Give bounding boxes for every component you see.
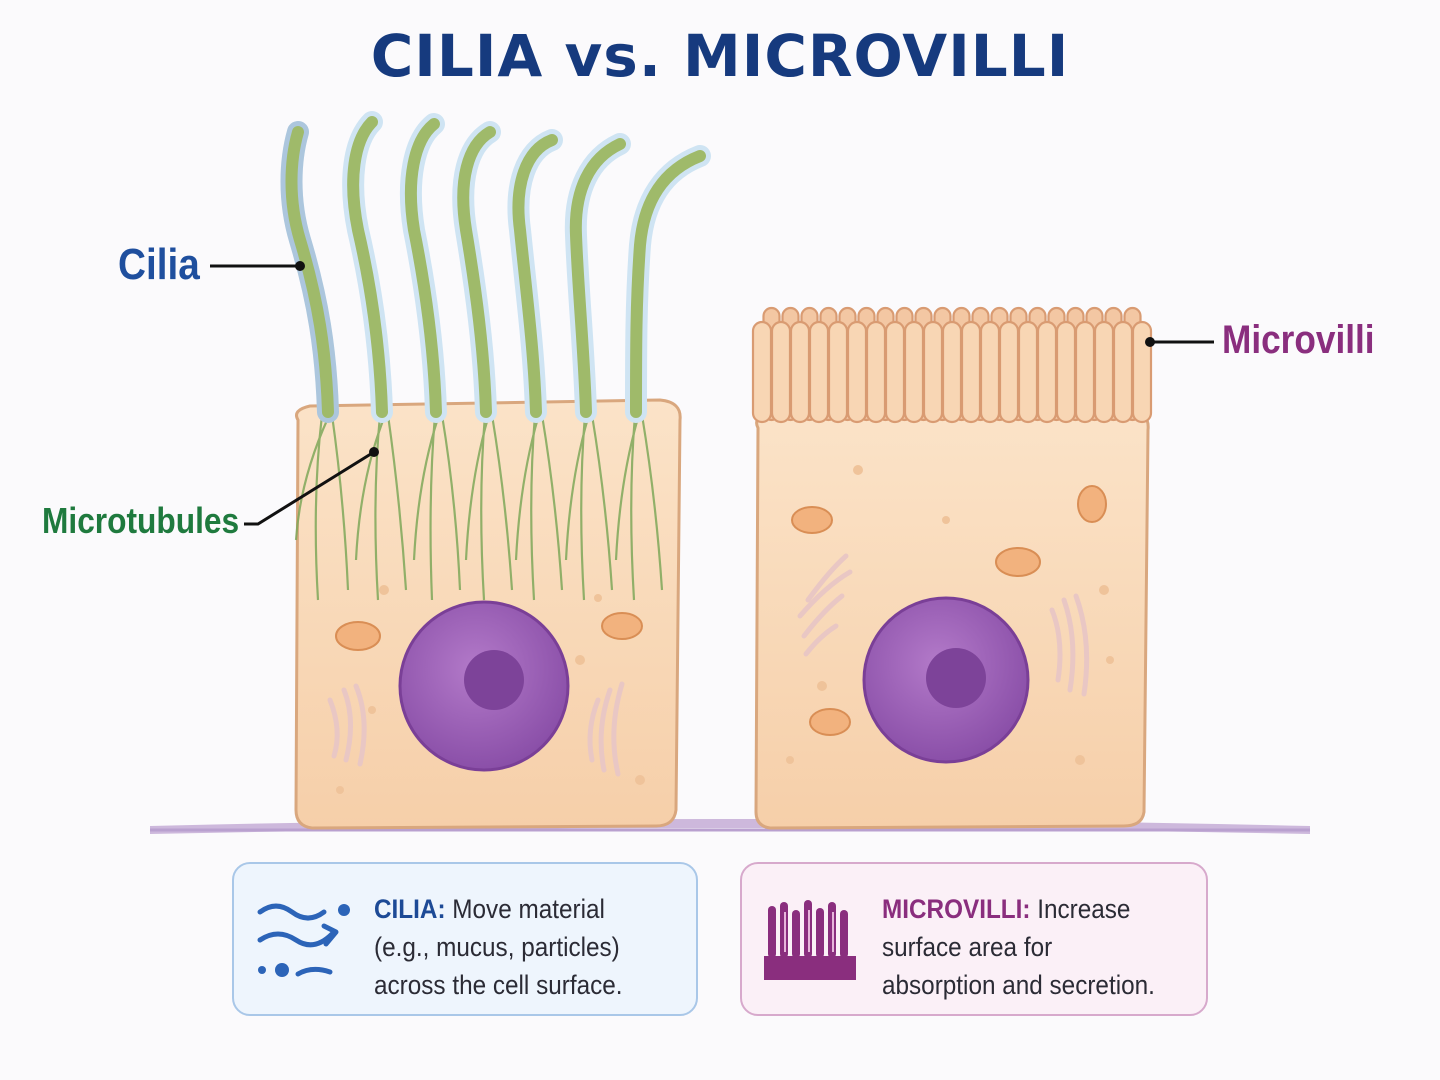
nucleolus (464, 650, 524, 710)
golgi-apparatus (327, 681, 625, 777)
cilia-info-box: CILIA: Move material (e.g., mucus, parti… (232, 862, 698, 1016)
ciliated-cell (210, 111, 711, 830)
microvilli-info-text: MICROVILLI: Increase surface area for ab… (882, 890, 1170, 1004)
microtubules (294, 414, 664, 601)
microvillus (884, 320, 906, 424)
microvillus (789, 320, 811, 424)
cilia-info-heading: CILIA: (374, 894, 446, 924)
microvilli-info-description: Increase surface area for absorption and… (882, 894, 1155, 1000)
mitochondria (791, 485, 1107, 736)
microvillus (960, 320, 982, 424)
microvillus (1112, 320, 1134, 424)
microvillus (1131, 320, 1153, 424)
cytoplasm-granules (336, 585, 645, 794)
mitochondria (335, 612, 643, 651)
cilium (507, 129, 563, 423)
microvillus (1093, 320, 1115, 424)
microtubules-label: Microtubules (42, 500, 240, 541)
cilium (452, 121, 501, 423)
cilium (399, 113, 447, 423)
nucleolus (926, 648, 986, 708)
microvillus (1036, 320, 1058, 424)
cilium (625, 145, 711, 423)
microvillus (922, 320, 944, 424)
page-title: CILIA vs. MICROVILLI (370, 22, 1070, 90)
microvilli-label: Microvilli (1222, 318, 1375, 362)
microvillus (770, 320, 792, 424)
microvilli (751, 306, 1153, 424)
microvilli-info-heading: MICROVILLI: (882, 894, 1031, 924)
microvillus (979, 320, 1001, 424)
cilium (564, 133, 631, 423)
microtubules-leader (244, 447, 379, 526)
microvilli-info-box: MICROVILLI: Increase surface area for ab… (740, 862, 1208, 1016)
microvillus (751, 320, 773, 424)
microvillus (827, 320, 849, 424)
microvillus (1074, 320, 1096, 424)
microvillus (1017, 320, 1039, 424)
cytoplasm-granules (786, 465, 1114, 765)
microvilli-leader (1145, 337, 1214, 347)
cilia-info-text: CILIA: Move material (e.g., mucus, parti… (374, 890, 662, 1004)
microvilli-brush-icon (764, 900, 856, 980)
microvillus (903, 320, 925, 424)
flow-arrows-icon (257, 903, 350, 977)
golgi-apparatus (797, 553, 1090, 697)
cilia-info-description: Move material (e.g., mucus, particles) a… (374, 894, 623, 1000)
microvillus (1055, 320, 1077, 424)
microvillus (941, 320, 963, 424)
microvilli-cell (751, 306, 1214, 830)
cilia-label: Cilia (118, 240, 200, 289)
cilia-leader (210, 261, 305, 271)
cilium (280, 121, 339, 423)
cilia (280, 111, 711, 423)
microvillus (998, 320, 1020, 424)
microvillus (808, 320, 830, 424)
microvillus (846, 320, 868, 424)
cilium (342, 111, 393, 423)
microvillus (865, 320, 887, 424)
